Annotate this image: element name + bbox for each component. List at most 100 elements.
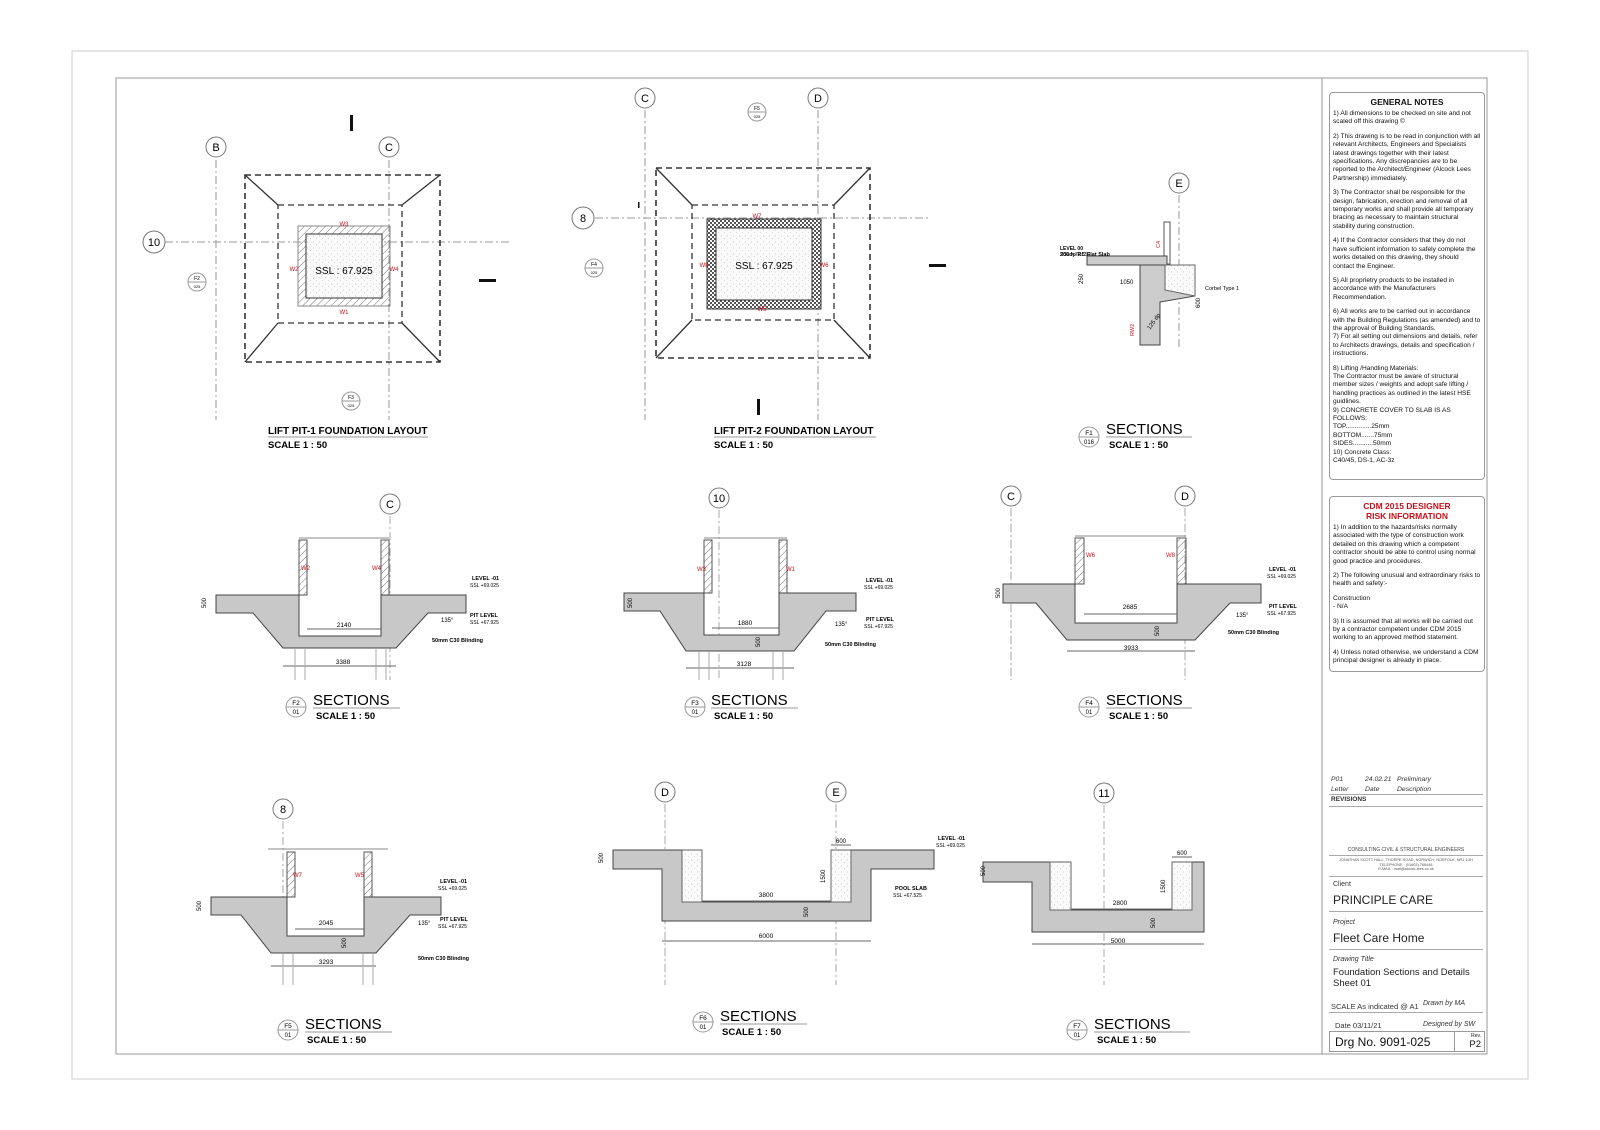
drawing-number: Drg No. 9091-025 (1335, 1035, 1431, 1049)
level-ssl: SSL +67.925 (438, 924, 467, 930)
callout-id: F3 (348, 395, 354, 401)
callout-id: F6 (699, 1015, 707, 1022)
note-item: 8) Lifting /Handling Materials: The Cont… (1333, 364, 1471, 465)
grid-bubble: E (832, 787, 839, 799)
rev-value: P2 (1469, 1039, 1481, 1050)
grid-bubble: 8 (280, 804, 286, 816)
dim-text: 135° (418, 921, 431, 927)
grid-bubble: D (661, 787, 669, 799)
callout-id: F5 (754, 106, 760, 112)
project-label: Project (1333, 919, 1355, 926)
dim-text: 1500 (821, 869, 827, 883)
drawing-title: SECTIONS (305, 1016, 382, 1033)
drawing-scale: SCALE 1 : 50 (316, 711, 375, 722)
section-f3: 10 W3 W1 1880 3128 500 500 135° LEVEL -0… (623, 487, 894, 722)
level-label: POOL SLAB (895, 886, 927, 892)
drawing-scale: SCALE As indicated @ A1 (1331, 1002, 1419, 1011)
dim-text: 500 (756, 636, 762, 647)
dim-text: 135° (1236, 613, 1249, 619)
drawing-scale: SCALE 1 : 50 (1109, 440, 1168, 451)
callout-sheet: 01 (293, 710, 300, 716)
dim-text: 500 (1151, 917, 1157, 928)
general-notes-heading: GENERAL NOTES (1370, 97, 1444, 107)
note-item: 3) The Contractor shall be responsible f… (1333, 189, 1474, 230)
revision-date-caption: Date (1365, 786, 1380, 793)
wall-tag: W3 (340, 222, 350, 228)
project-name: Fleet Care Home (1333, 931, 1425, 945)
cdm-item: 3) It is assumed that all works will be … (1333, 617, 1473, 642)
general-notes-panel: GENERAL NOTES 1) All dimensions to be ch… (1329, 92, 1485, 480)
section-f1: E 200dp RC Flat Slab LEVEL 00 SSL = 72.5… (1060, 172, 1239, 451)
dim-text: 3933 (1124, 645, 1139, 652)
ssl-label: SSL : 67.925 (315, 266, 373, 277)
wall-tag: W4 (372, 566, 382, 572)
revision-description-caption: Description (1397, 786, 1431, 793)
dim-text: 500 (1155, 625, 1161, 636)
grid-bubble: 10 (713, 493, 725, 505)
level-ssl: SSL +67.525 (893, 893, 922, 899)
callout-id: F3 (691, 700, 699, 707)
callout-sheet: 01 (285, 1033, 292, 1039)
drawing-scale: SCALE 1 : 50 (268, 440, 327, 451)
section-f2: C W2 W4 2140 3388 500 135° LEVEL -01 SSL… (202, 493, 499, 722)
ssl-label: SSL : 67.925 (735, 261, 793, 272)
callout-sheet: 01 (692, 710, 699, 716)
dim-text: 500 (342, 937, 348, 948)
wall-tag: W7 (293, 873, 303, 879)
level-ssl: SSL +69.025 (1267, 574, 1296, 580)
wall-tag: W6 (820, 263, 830, 269)
drawing-title: SECTIONS (1094, 1016, 1171, 1033)
dim-text: 600 (836, 839, 847, 845)
level-label: LEVEL -01 (472, 576, 499, 582)
callout-id: F2 (194, 276, 200, 282)
cdm-item: 2) The following unusual and extraordina… (1333, 572, 1481, 588)
note-item: 5) All proprietry products to be install… (1333, 276, 1454, 301)
level-ssl: SSL +67.925 (864, 624, 893, 630)
drawing-number-box: Drg No. 9091-025 (1329, 1031, 1455, 1052)
callout-id: F4 (591, 262, 597, 268)
note-item: 2) This drawing is to be read in conjunc… (1333, 132, 1481, 182)
client-name: PRINCIPLE CARE (1333, 893, 1434, 907)
dim-text: 500 (202, 597, 208, 608)
section-f5: 8 W7 W5 2045 3293 500 500 135° LEVEL -01… (197, 798, 469, 1046)
section-f7: 11 2800 5000 600 1500 500 500 F7 01 SECT… (981, 782, 1205, 1046)
level-ssl: SSL +69.025 (936, 843, 965, 849)
level-label: LEVEL -01 (440, 879, 467, 885)
grid-bubble: D (1181, 491, 1189, 503)
drawing-scale: SCALE 1 : 50 (1109, 711, 1168, 722)
wall-tag: W2 (290, 267, 300, 273)
drawing-date: Date 03/11/21 (1335, 1021, 1382, 1030)
wall-tag: W5 (355, 873, 365, 879)
level-label: PIT LEVEL (440, 917, 468, 923)
drawing-title: LIFT PIT-2 FOUNDATION LAYOUT (714, 426, 873, 437)
title-block: GENERAL NOTES 1) All dimensions to be ch… (1325, 78, 1487, 1054)
level-ssl: SSL +67.925 (1267, 611, 1296, 617)
section-f6: D E 3800 6000 600 1500 500 500 LEVEL -01… (599, 781, 965, 1038)
level-label: LEVEL -01 (866, 578, 893, 584)
callout-id: F5 (284, 1023, 292, 1030)
rev-label: Rev. (1471, 1033, 1481, 1039)
drawing-title: SECTIONS (1106, 692, 1183, 709)
drawing-title: SECTIONS (711, 692, 788, 709)
cdm-item: 4) Unless noted otherwise, we understand… (1333, 648, 1479, 665)
revision-box: Rev. P2 (1454, 1031, 1485, 1052)
dim-text: 2140 (337, 622, 352, 629)
dim-text: 600 (1177, 851, 1188, 857)
dim-text: 6000 (759, 933, 774, 940)
level-label: PIT LEVEL (866, 617, 894, 623)
callout-id: F1 (1085, 430, 1093, 437)
section-note: 50mm C30 Blinding (825, 642, 876, 648)
wall-tag: W7 (753, 214, 763, 220)
callout-sheet: 01 (700, 1025, 707, 1031)
note-item: 4) If the Contractor considers that they… (1333, 237, 1476, 270)
dim-text: 1050 (1120, 280, 1134, 286)
company-tagline: CONSULTING CIVIL & STRUCTURAL ENGINEERS (1347, 847, 1465, 853)
level-ssl: SSL +69.025 (438, 886, 467, 892)
dim-text: 3388 (336, 659, 351, 666)
dim-text: 500 (628, 597, 634, 608)
level-ssl: SSL +69.025 (864, 585, 893, 591)
section-note: 200dp RC Flat Slab (1060, 252, 1110, 258)
callout-sheet: 025 (754, 114, 761, 119)
level-ssl: SSL +69.025 (470, 583, 499, 589)
dim-text: 600 (1196, 297, 1202, 308)
